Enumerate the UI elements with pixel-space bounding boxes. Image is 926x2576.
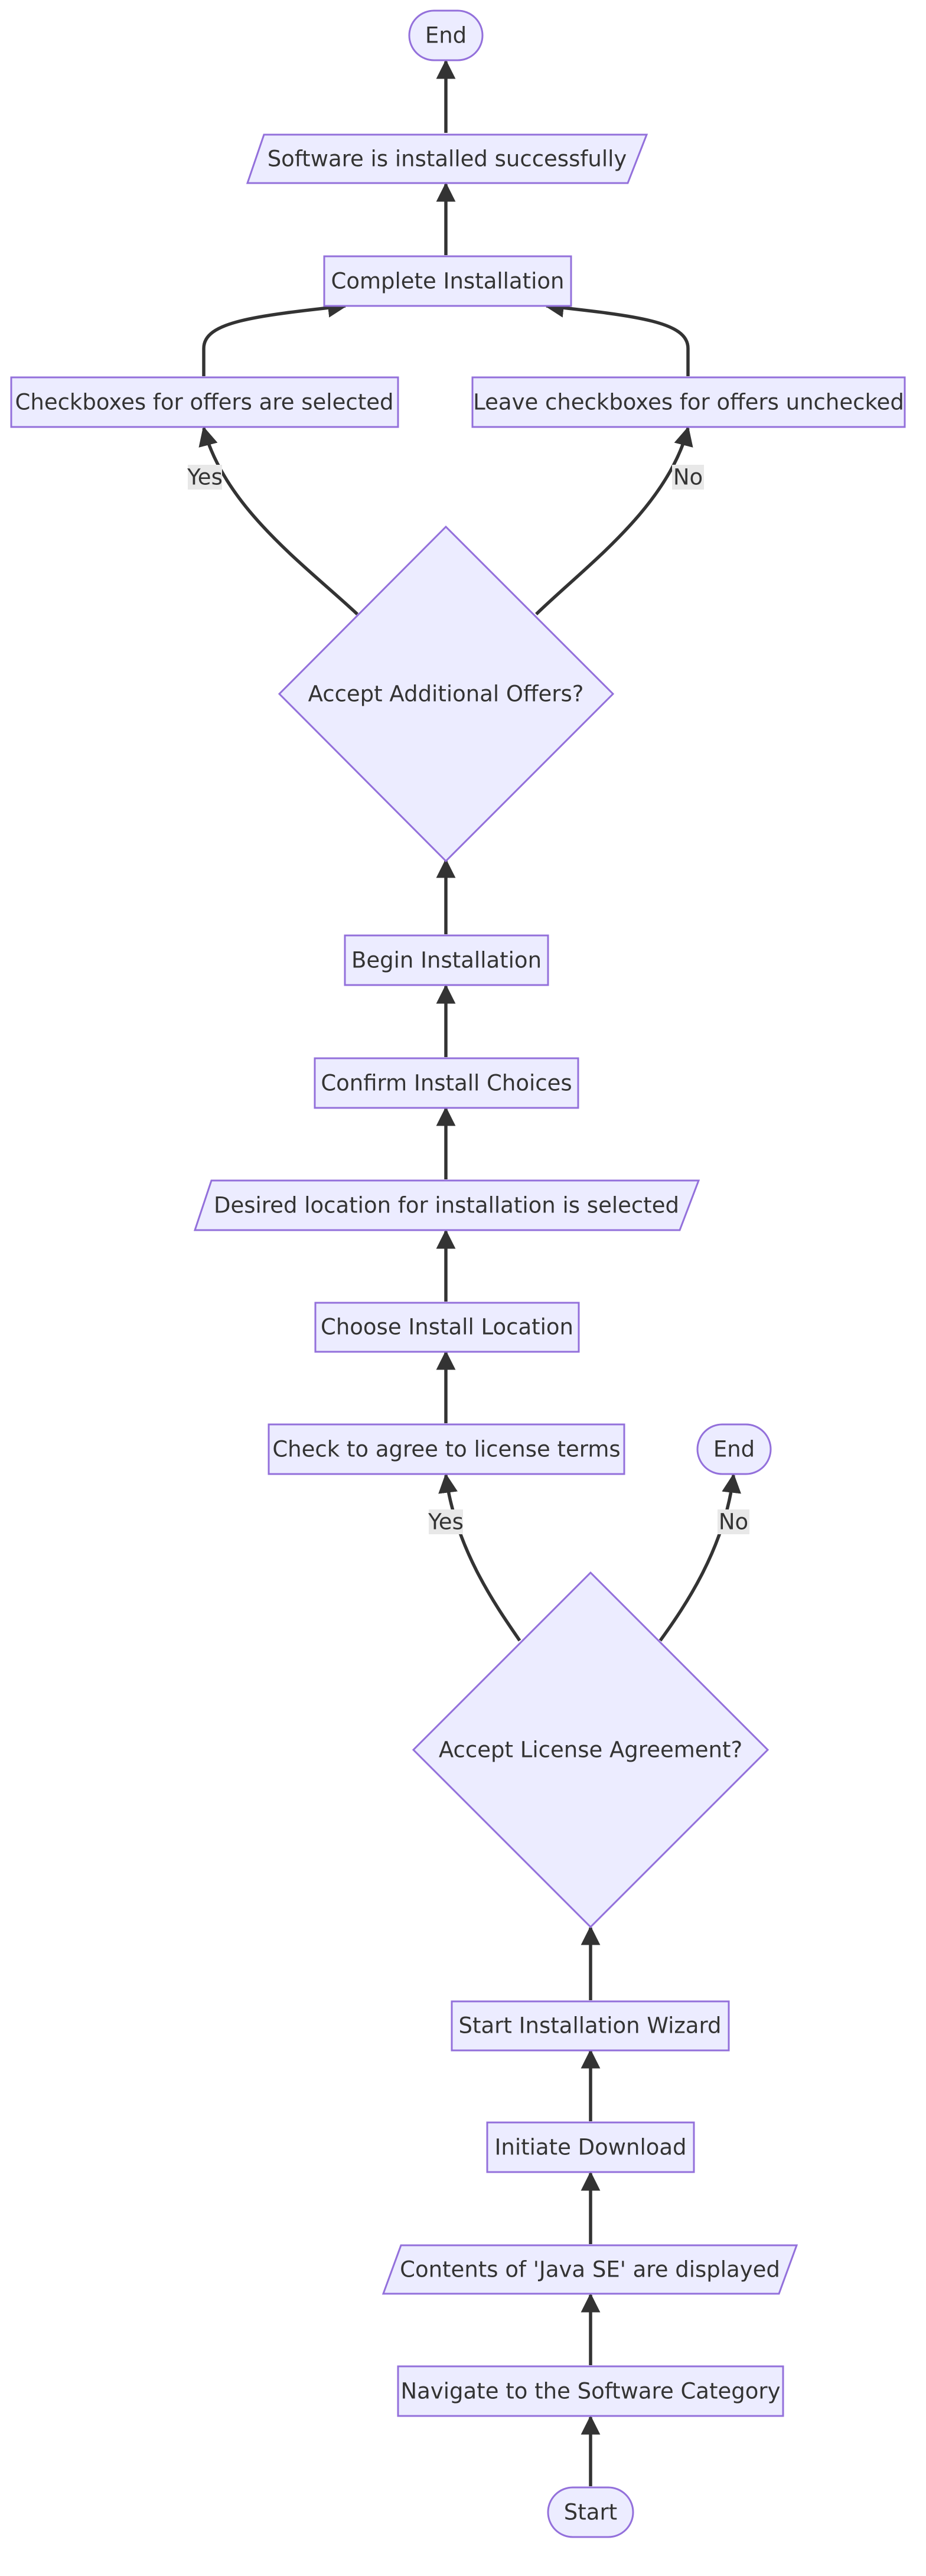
accept-license-shape [412,1571,770,1929]
edge-label-bg [718,1509,749,1534]
begin-installation-shape [344,934,549,986]
edge-license-no [658,1473,741,1642]
start-node-shape [547,2486,634,2538]
edges [198,59,741,2486]
edge-label-offers-yes: Yes [187,465,223,490]
edge-label-license-no: No [719,1509,748,1535]
begin-installation-node: Begin Installation [344,934,549,986]
start-node: Start [547,2486,634,2538]
agree-terms-label: Check to agree to license terms [272,1437,620,1462]
offers-selected-shape [10,376,399,428]
initiate-download-label: Initiate Download [494,2135,686,2160]
agree-terms-shape [268,1423,625,1475]
edge-offers-yes [198,426,358,616]
installed-output-shape [246,133,648,184]
confirm-choices-shape [314,1057,579,1109]
initiate-download-node: Initiate Download [486,2121,695,2173]
end-node-top-label: End [425,23,467,48]
edge-license-yes [438,1473,521,1642]
end-node-top: End [408,9,484,61]
end-node-right-shape [696,1423,772,1475]
end-node-top-shape [408,9,484,61]
edge-selected-to-complete [202,298,348,376]
agree-terms-node: Check to agree to license terms [268,1423,625,1475]
end-node-right-label: End [713,1437,755,1462]
edge-label-bg [429,1509,463,1534]
choose-location-shape [314,1302,580,1353]
offers-unchecked-node: Leave checkboxes for offers unchecked [471,376,906,428]
edge-label-bg [672,465,704,490]
offers-selected-label: Checkboxes for offers are selected [15,390,394,415]
offers-unchecked-shape [471,376,906,428]
confirm-choices-node: Confirm Install Choices [314,1057,579,1109]
edge-label-license-yes: Yes [428,1509,464,1535]
choose-location-node: Choose Install Location [314,1302,580,1353]
java-displayed-output-shape [382,2244,798,2295]
initiate-download-shape [486,2121,695,2173]
begin-installation-label: Begin Installation [351,948,542,973]
accept-offers-decision: Accept Additional Offers? [278,525,615,863]
offers-unchecked-label: Leave checkboxes for offers unchecked [473,390,904,415]
accept-license-decision: Accept License Agreement? [412,1571,770,1929]
edge-label-bg [188,465,222,490]
confirm-choices-label: Confirm Install Choices [321,1071,572,1096]
installed-output-node: Software is installed successfully [246,133,648,184]
start-wizard-node: Start Installation Wizard [451,2000,730,2052]
complete-installation-node: Complete Installation [323,255,572,307]
location-selected-output-shape [193,1179,700,1231]
accept-offers-label: Accept Additional Offers? [308,682,584,707]
offers-selected-node: Checkboxes for offers are selected [10,376,399,428]
navigate-node: Navigate to the Software Category [397,2365,784,2417]
start-wizard-shape [451,2000,730,2052]
accept-offers-shape [278,525,615,863]
navigate-shape [397,2365,784,2417]
complete-installation-label: Complete Installation [331,269,564,294]
end-node-right: End [696,1423,772,1475]
start-wizard-label: Start Installation Wizard [458,2013,721,2039]
edge-unchecked-to-complete [544,298,690,376]
location-selected-output-node: Desired location for installation is sel… [193,1179,700,1231]
edge-label-offers-no: No [673,465,703,490]
java-displayed-output-node: Contents of 'Java SE' are displayed [382,2244,798,2295]
java-displayed-output-label: Contents of 'Java SE' are displayed [400,2257,780,2282]
edge-offers-no [535,426,693,615]
nodes: End Software is installed successfully C… [10,9,906,2538]
complete-installation-shape [323,255,572,307]
choose-location-label: Choose Install Location [321,1315,573,1340]
accept-license-label: Accept License Agreement? [439,1737,742,1763]
installed-output-label: Software is installed successfully [268,146,627,172]
location-selected-output-label: Desired location for installation is sel… [214,1193,679,1218]
start-node-label: Start [564,2500,617,2525]
edge-labels: Yes No Yes No [187,465,749,1535]
navigate-label: Navigate to the Software Category [401,2379,781,2404]
